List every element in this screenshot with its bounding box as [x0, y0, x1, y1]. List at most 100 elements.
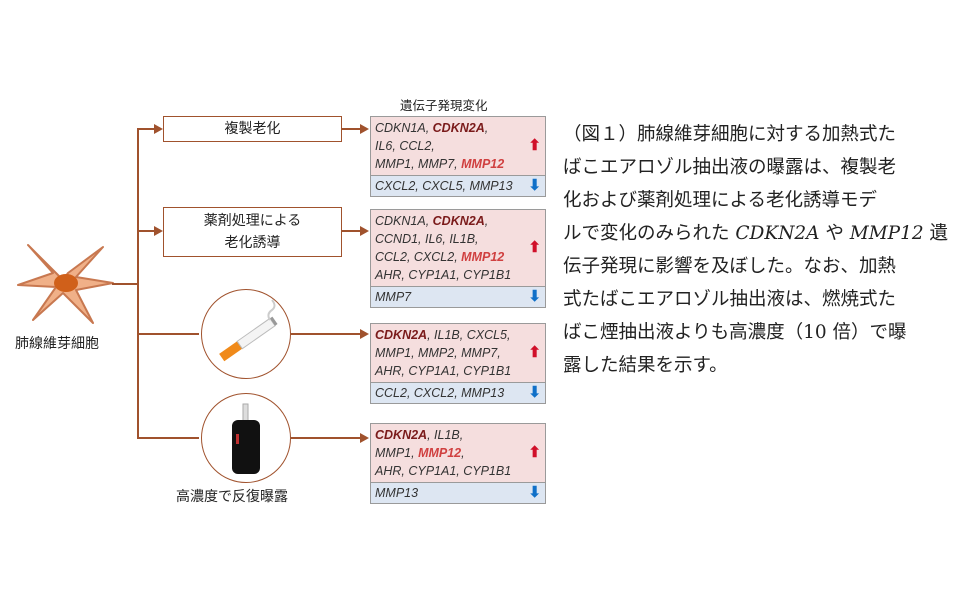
- up-arrow-icon: ⬆: [528, 344, 541, 361]
- condition-replicative-senescence: 複製老化: [163, 116, 342, 142]
- caption-text: ばこ煙抽出液よりも高濃度（10 倍）で曝: [563, 322, 907, 343]
- gene-name: CDKN2A: [375, 328, 428, 342]
- condition-drug-induced-senescence: 薬剤処理による 老化誘導: [163, 207, 342, 257]
- caption-line: ルで変化のみられた CDKN2A や MMP12 遺: [563, 217, 953, 250]
- upregulated-genes: CDKN1A, CDKN2A, CCND1, IL6, IL1B, CCL2, CX…: [370, 209, 546, 287]
- gene-name: MMP12: [461, 157, 505, 171]
- gene-line: MMP7: [375, 290, 412, 304]
- downregulated-genes: MMP7 ⬇: [370, 287, 546, 308]
- gene-line: IL6, CCL2,: [375, 137, 523, 155]
- condition-label: 高濃度で反復曝露: [176, 489, 288, 505]
- connector: [291, 333, 361, 335]
- cigarette-icon: [219, 299, 278, 362]
- down-arrow-icon: ⬇: [528, 384, 541, 401]
- down-arrow-icon: ⬇: [528, 484, 541, 501]
- cigarette-circle: [201, 289, 291, 379]
- heated-tobacco-icon: [232, 403, 260, 474]
- fibroblast-cell-icon: [17, 244, 114, 324]
- figure-caption: （図１）肺線維芽細胞に対する加熱式たばこエアロゾル抽出液の曝露は、複製老化および…: [563, 118, 953, 382]
- caption-text: 露した結果を示す。: [563, 355, 728, 376]
- gene-name: MMP12: [461, 250, 505, 264]
- gene-line: CDKN1A, CDKN2A,: [375, 212, 523, 230]
- caption-text: や: [819, 223, 850, 244]
- caption-line: 化および薬剤処理による老化誘導モデ: [563, 184, 953, 217]
- gene-name: MMP1, MMP7,: [375, 157, 462, 171]
- caption-line: （図１）肺線維芽細胞に対する加熱式た: [563, 118, 953, 151]
- gene-line: CDKN2A, IL1B,: [375, 426, 523, 444]
- connector: [341, 230, 361, 232]
- heated-tobacco-circle: [201, 393, 291, 483]
- gene-line: CXCL2, CXCL5, MMP13: [375, 179, 513, 193]
- gene-name: AHR, CYP1A1, CYP1B1: [375, 364, 512, 378]
- caption-line: 伝子発現に影響を及ぼした。なお、加熱: [563, 250, 953, 283]
- gene-line: MMP1, MMP7, MMP12: [375, 155, 523, 173]
- caption-text: 式たばこエアロゾル抽出液は、燃焼式た: [563, 289, 897, 310]
- gene-box: CDKN1A, CDKN2A, CCND1, IL6, IL1B, CCL2, CX…: [370, 209, 546, 308]
- cell-label: 肺線維芽細胞: [15, 336, 99, 352]
- down-arrow-icon: ⬇: [528, 288, 541, 305]
- gene-line: AHR, CYP1A1, CYP1B1: [375, 362, 523, 380]
- caption-text: ばこエアロゾル抽出液の曝露は、複製老: [563, 157, 897, 178]
- connector: [137, 128, 155, 130]
- up-arrow-icon: ⬆: [528, 137, 541, 154]
- downregulated-genes: CCL2, CXCL2, MMP13⬇: [370, 383, 546, 404]
- gene-line: CDKN1A, CDKN2A,: [375, 119, 523, 137]
- connector: [112, 283, 138, 285]
- up-arrow-icon: ⬆: [528, 239, 541, 256]
- caption-text: 伝子発現に影響を及ぼした。なお、加熱: [563, 256, 897, 277]
- caption-text: （図１）肺線維芽細胞に対する加熱式た: [563, 124, 897, 145]
- gene-name: CDKN2A: [432, 121, 485, 135]
- gene-name: AHR, CYP1A1, CYP1B1: [375, 464, 512, 478]
- caption-text: 遺: [923, 223, 949, 244]
- caption-line: ばこ煙抽出液よりも高濃度（10 倍）で曝: [563, 316, 953, 349]
- downregulated-genes: CXCL2, CXCL5, MMP13 ⬇: [370, 176, 546, 197]
- connector: [341, 128, 361, 130]
- arrowhead: [360, 124, 369, 134]
- gene-name: AHR, CYP1A1, CYP1B1: [375, 268, 512, 282]
- gene-name: CDKN2A: [432, 214, 485, 228]
- condition-label: 複製老化: [224, 121, 281, 137]
- gene-name: , IL1B,: [427, 428, 464, 442]
- arrowhead: [154, 226, 163, 236]
- upregulated-genes: CDKN2A, IL1B,MMP1, MMP12,AHR, CYP1A1, CY…: [370, 423, 546, 483]
- condition-label-line: 老化誘導: [224, 235, 281, 251]
- gene-name: ,: [484, 121, 489, 135]
- gene-line: AHR, CYP1A1, CYP1B1: [375, 462, 523, 480]
- arrowhead: [154, 124, 163, 134]
- down-arrow-icon: ⬇: [528, 177, 541, 194]
- condition-label-line: 薬剤処理による: [203, 213, 302, 229]
- gene-line: MMP13: [375, 486, 419, 500]
- gene-name: CCL2, CXCL2,: [375, 250, 462, 264]
- connector: [291, 437, 361, 439]
- arrowhead: [360, 226, 369, 236]
- gene-name: CDKN2A: [375, 428, 428, 442]
- gene-line: AHR, CYP1A1, CYP1B1: [375, 266, 523, 284]
- gene-name: MMP12: [418, 446, 462, 460]
- gene-box: CDKN2A, IL1B, CXCL5, MMP1, MMP2, MMP7, AHR…: [370, 323, 546, 404]
- caption-text: 化および薬剤処理による老化誘導モデ: [563, 190, 877, 211]
- gene-box: CDKN2A, IL1B,MMP1, MMP12,AHR, CYP1A1, CY…: [370, 423, 546, 504]
- downregulated-genes: MMP13 ⬇: [370, 483, 546, 504]
- gene-name: MMP1,: [375, 446, 419, 460]
- gene-expression-header: 遺伝子発現変化: [400, 98, 488, 113]
- gene-line: CCL2, CXCL2, MMP12: [375, 248, 523, 266]
- gene-name: , IL1B, CXCL5,: [427, 328, 511, 342]
- gene-name: CCND1, IL6, IL1B,: [375, 232, 479, 246]
- gene-name: CDKN1A,: [375, 214, 433, 228]
- gene-line: MMP1, MMP12,: [375, 444, 523, 462]
- connector: [137, 333, 199, 335]
- caption-line: ばこエアロゾル抽出液の曝露は、複製老: [563, 151, 953, 184]
- gene-name: ,: [461, 446, 465, 460]
- arrowhead: [360, 329, 369, 339]
- caption-line: 露した結果を示す。: [563, 349, 953, 382]
- gene-name: ,: [484, 214, 489, 228]
- gene-name: IL6, CCL2,: [375, 139, 435, 153]
- connector: [137, 230, 155, 232]
- connector: [137, 437, 199, 439]
- gene-box: CDKN1A, CDKN2A, IL6, CCL2, MMP1, MMP7, MMP…: [370, 116, 546, 197]
- caption-text: CDKN2A: [735, 223, 820, 244]
- upregulated-genes: CDKN1A, CDKN2A, IL6, CCL2, MMP1, MMP7, MMP…: [370, 116, 546, 176]
- gene-name: MMP1, MMP2, MMP7,: [375, 346, 501, 360]
- gene-line: CDKN2A, IL1B, CXCL5,: [375, 326, 523, 344]
